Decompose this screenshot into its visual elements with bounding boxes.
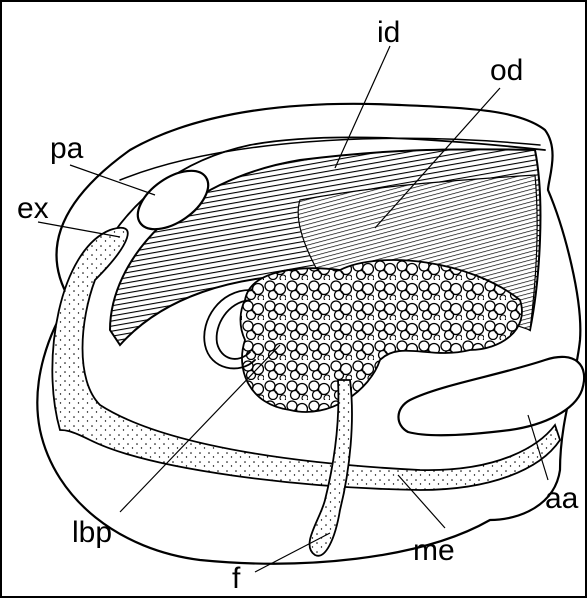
label-me: me xyxy=(413,534,455,567)
label-id: id xyxy=(377,16,400,49)
label-od: od xyxy=(490,54,523,87)
label-pa: pa xyxy=(50,132,84,165)
label-f: f xyxy=(232,562,241,595)
label-ex: ex xyxy=(17,192,49,225)
leader-ex xyxy=(38,222,120,237)
label-aa: aa xyxy=(545,482,579,515)
label-lbp: lbp xyxy=(72,516,112,549)
anterior-adductor xyxy=(398,357,584,435)
leader-id xyxy=(335,46,390,168)
leader-pa xyxy=(70,165,155,195)
